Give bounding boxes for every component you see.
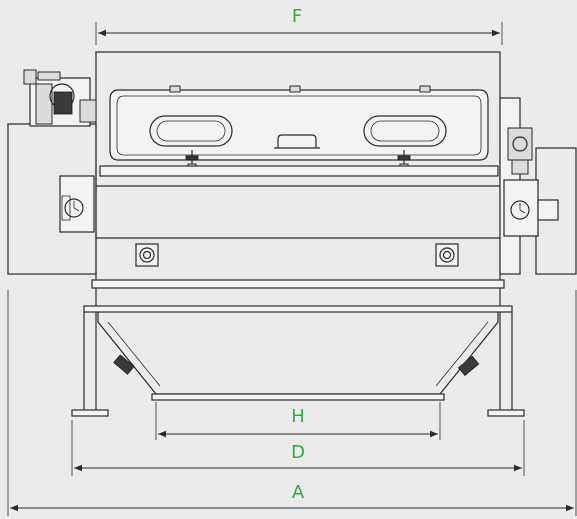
dimension-label-h: H — [291, 406, 305, 427]
dimension-label-a: A — [292, 482, 305, 503]
dimension-h: H — [155, 402, 441, 440]
dimension-a: A — [7, 290, 577, 516]
dimension-label-d: D — [291, 442, 305, 463]
housing — [83, 51, 513, 313]
dimension-f: F — [95, 6, 503, 45]
right-gearbox — [499, 97, 577, 275]
legs — [71, 312, 525, 417]
dimension-d: D — [71, 420, 525, 476]
hopper — [97, 312, 499, 401]
left-gearbox — [7, 69, 97, 275]
dimension-label-f: F — [292, 6, 302, 27]
bolt-right — [435, 243, 459, 267]
bolt-left — [135, 243, 159, 267]
